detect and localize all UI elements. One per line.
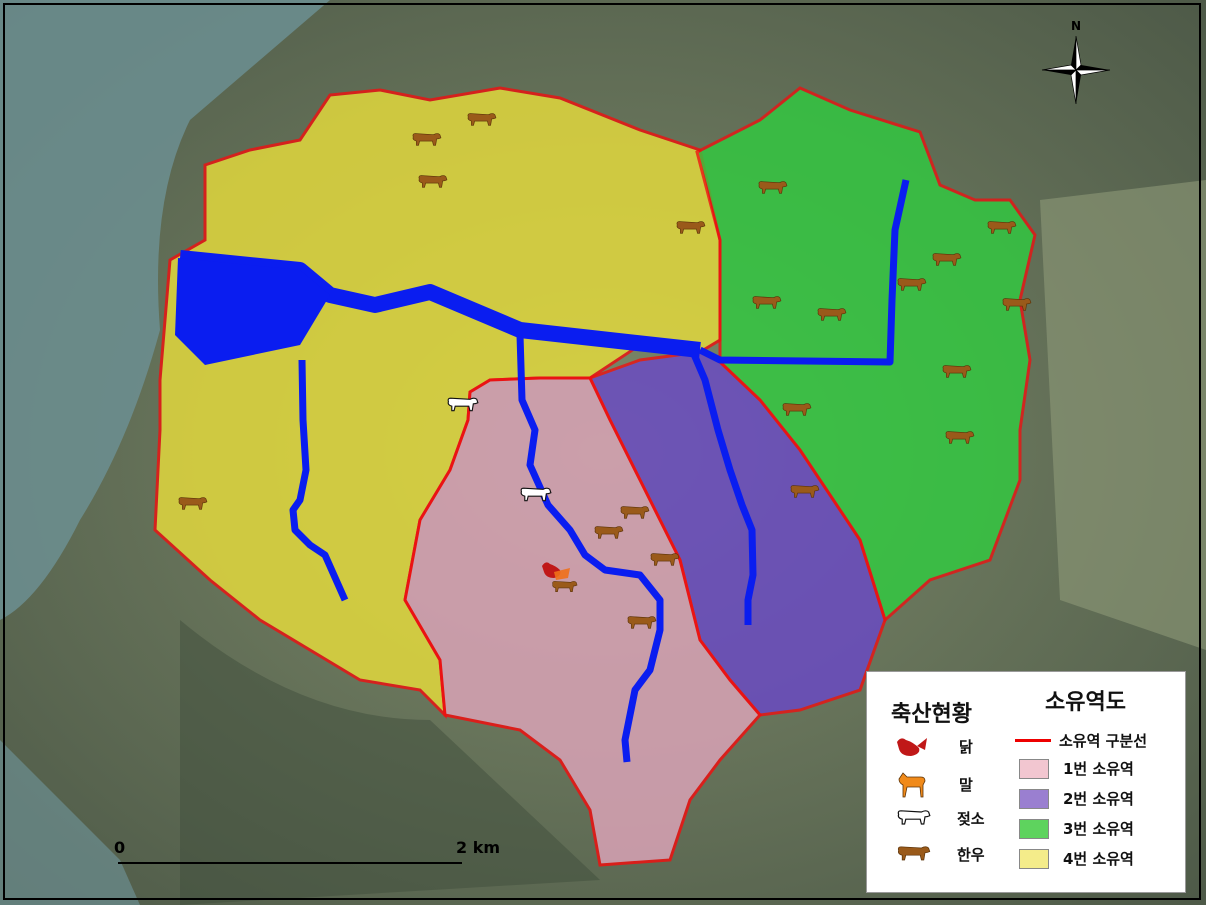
chicken-icon <box>897 738 927 756</box>
legend-boundary-line: 소유역 구분선 <box>1015 730 1147 751</box>
legend-animal-chicken: 닭 <box>895 734 973 758</box>
livestock-markers <box>178 113 1032 629</box>
legend-animal-horse: 말 <box>895 769 973 799</box>
stream-network <box>175 179 910 763</box>
legend-basin-1: 1번 소유역 <box>1019 758 1134 779</box>
livestock-legend-title: 축산현황 <box>891 702 972 727</box>
basin-1 <box>403 376 762 867</box>
boundary-line-swatch <box>1015 739 1051 742</box>
scale-end-value: 2 <box>456 838 468 857</box>
stream-central <box>516 334 664 763</box>
hanwoo-cow-icon <box>897 846 931 861</box>
scale-unit: km <box>472 838 501 857</box>
legend-basin-3: 3번 소유역 <box>1019 818 1134 839</box>
legend-basin-4: 4번 소유역 <box>1019 848 1134 869</box>
hills-south <box>180 620 600 905</box>
scale-bar <box>118 862 462 864</box>
stream-north-east <box>698 179 910 366</box>
stream-south-east <box>686 343 757 625</box>
legend-animal-dairy: 젖소 <box>895 806 985 830</box>
dairy-cow-icon <box>897 810 931 825</box>
legend-basin-2: 2번 소유역 <box>1019 788 1134 809</box>
sea-area-south <box>0 740 140 905</box>
north-arrow-icon <box>1041 35 1111 105</box>
scale-end-label: 2 km <box>456 838 500 857</box>
legend-panel: 축산현황 소유역도 닭 말 젖소 한우 소유역 구분선 1번 소유역 2번 소 <box>866 671 1186 893</box>
chicken-icon <box>542 562 570 580</box>
basin-legend-title: 소유역도 <box>1045 690 1126 715</box>
stream-west <box>289 359 349 602</box>
sea-area <box>0 0 330 620</box>
north-label: N <box>1071 19 1081 33</box>
basin-1-swatch <box>1019 758 1049 779</box>
basin-3-swatch <box>1019 818 1049 839</box>
horse-icon <box>898 772 926 798</box>
scale-start-label: 0 <box>114 838 126 857</box>
legend-animal-hanwoo: 한우 <box>895 842 985 866</box>
basin-2-swatch <box>1019 788 1049 809</box>
stream-estuary <box>175 258 330 365</box>
basin-4-swatch <box>1019 848 1049 869</box>
fields-east <box>1040 180 1206 650</box>
